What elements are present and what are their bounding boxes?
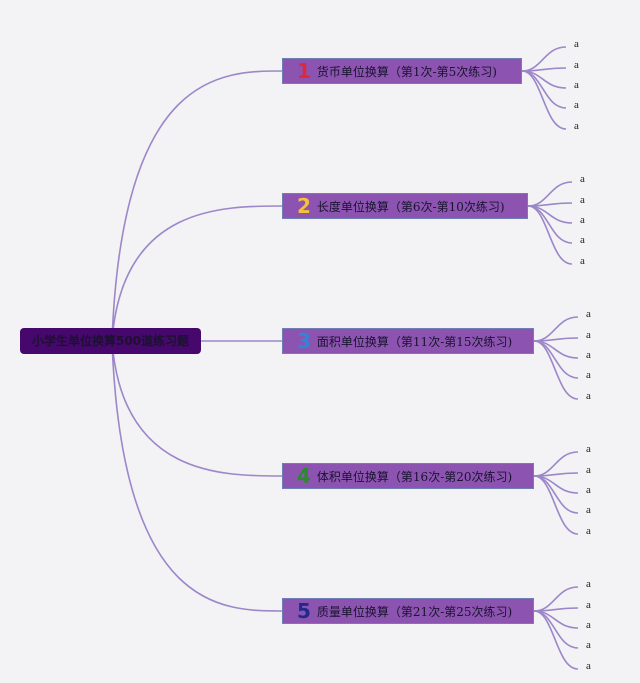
leaf-item[interactable]: a xyxy=(580,255,585,267)
leaf-item[interactable]: a xyxy=(586,599,591,611)
leaf-item[interactable]: a xyxy=(580,214,585,226)
root-label: 小学生单位换算500道练习题 xyxy=(31,334,190,348)
leaf-connector xyxy=(527,205,573,265)
leaf-item[interactable]: a xyxy=(586,578,591,590)
leaf-item[interactable]: a xyxy=(574,38,579,50)
leaf-item[interactable]: a xyxy=(586,639,591,651)
leaf-item[interactable]: a xyxy=(586,308,591,320)
branch-label: 质量单位换算（第21次-第25次练习) xyxy=(316,604,513,619)
leaf-connector xyxy=(533,475,579,535)
branch-number-badge: 4 xyxy=(297,464,311,488)
leaf-item[interactable]: a xyxy=(586,619,591,631)
root-branch-connector xyxy=(111,340,283,477)
leaf-item[interactable]: a xyxy=(586,464,591,476)
root-node[interactable]: 小学生单位换算500道练习题 xyxy=(20,328,201,354)
leaf-item[interactable]: a xyxy=(586,369,591,381)
branch-number-badge: 3 xyxy=(297,329,311,353)
branch-node-5[interactable]: 5 质量单位换算（第21次-第25次练习) xyxy=(282,598,534,624)
leaf-item[interactable]: a xyxy=(586,349,591,361)
branch-label: 体积单位换算（第16次-第20次练习) xyxy=(316,469,513,484)
root-branch-connector xyxy=(111,205,283,342)
leaf-connector xyxy=(533,610,579,670)
leaf-item[interactable]: a xyxy=(580,173,585,185)
root-branch-connector xyxy=(111,340,283,612)
leaf-item[interactable]: a xyxy=(586,390,591,402)
branch-node-2[interactable]: 2 长度单位换算（第6次-第10次练习) xyxy=(282,193,528,219)
leaf-item[interactable]: a xyxy=(586,504,591,516)
leaf-item[interactable]: a xyxy=(574,79,579,91)
branch-number-badge: 5 xyxy=(297,599,311,623)
branch-number-badge: 2 xyxy=(297,194,311,218)
leaf-item[interactable]: a xyxy=(574,120,579,132)
leaf-item[interactable]: a xyxy=(586,525,591,537)
leaf-connector xyxy=(533,340,579,400)
leaf-connector xyxy=(521,70,567,130)
leaf-item[interactable]: a xyxy=(586,329,591,341)
branch-label: 货币单位换算（第1次-第5次练习) xyxy=(316,64,497,79)
leaf-item[interactable]: a xyxy=(586,443,591,455)
leaf-item[interactable]: a xyxy=(574,59,579,71)
branch-label: 面积单位换算（第11次-第15次练习) xyxy=(316,334,513,349)
branch-label: 长度单位换算（第6次-第10次练习) xyxy=(316,199,505,214)
leaf-item[interactable]: a xyxy=(580,194,585,206)
branch-node-1[interactable]: 1 货币单位换算（第1次-第5次练习) xyxy=(282,58,522,84)
leaf-item[interactable]: a xyxy=(586,660,591,672)
leaf-item[interactable]: a xyxy=(580,234,585,246)
branch-number-badge: 1 xyxy=(297,59,311,83)
branch-node-3[interactable]: 3 面积单位换算（第11次-第15次练习) xyxy=(282,328,534,354)
branch-node-4[interactable]: 4 体积单位换算（第16次-第20次练习) xyxy=(282,463,534,489)
leaf-item[interactable]: a xyxy=(574,99,579,111)
leaf-item[interactable]: a xyxy=(586,484,591,496)
root-branch-connector xyxy=(111,70,283,342)
